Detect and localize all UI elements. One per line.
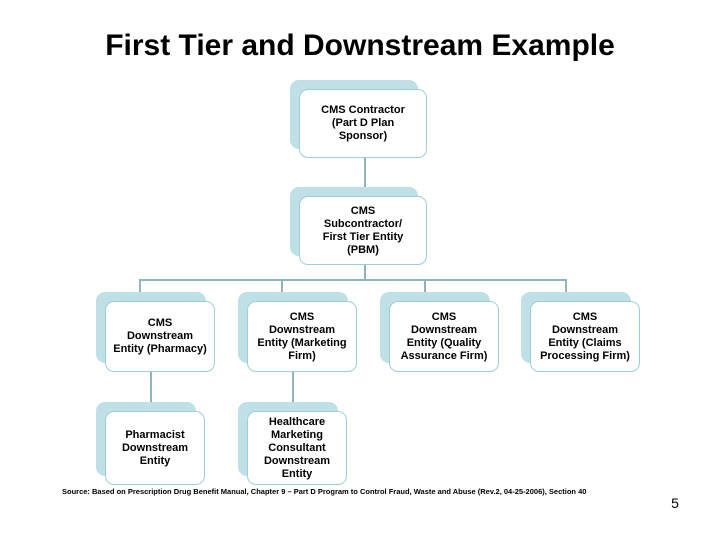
node-text-line: Healthcare bbox=[268, 415, 326, 428]
node-text-line: Downstream bbox=[410, 323, 478, 336]
node-text-line: CMS bbox=[431, 310, 457, 323]
node-card bbox=[247, 411, 347, 485]
connector-pharmacy-to-pharmacist bbox=[150, 372, 152, 402]
node-text-line: (Part D Plan bbox=[331, 117, 395, 129]
node-text-line: Processing Firm) bbox=[540, 349, 630, 362]
node-card bbox=[247, 301, 357, 372]
node-text-line: Entity (Claims bbox=[548, 336, 622, 349]
node-card bbox=[530, 301, 640, 372]
node-text-line: Downstream bbox=[268, 323, 335, 336]
node-text-line: CMS bbox=[289, 310, 315, 323]
connector-contractor-to-subcontractor bbox=[364, 158, 366, 194]
connector-drop-pharmacy bbox=[139, 279, 141, 293]
node-downstream-pharmacy[interactable]: CMS Downstream Entity (Pharmacy) bbox=[96, 292, 215, 372]
connector-drop-marketing bbox=[281, 279, 283, 293]
node-text-line: Entity (Marketing bbox=[257, 336, 347, 349]
node-card bbox=[389, 301, 499, 372]
node-text-line: Consultant bbox=[268, 441, 326, 454]
node-label: CMS Downstream Entity (Pharmacy) bbox=[105, 301, 215, 372]
node-text-line: CMS Contractor bbox=[321, 104, 405, 116]
node-text-line: CMS bbox=[572, 310, 598, 323]
node-text-line: Firm) bbox=[288, 349, 316, 362]
node-text-line: Downstream bbox=[551, 323, 618, 336]
node-text-line: Downstream bbox=[121, 441, 189, 454]
node-text-line: Subcontractor/ bbox=[323, 217, 403, 230]
node-text-line: Downstream bbox=[126, 330, 194, 342]
node-label: CMS Downstream Entity (Marketing Firm) bbox=[247, 301, 357, 372]
source-footnote: Source: Based on Prescription Drug Benef… bbox=[62, 487, 587, 496]
node-text-line: Pharmacist bbox=[125, 428, 185, 441]
node-healthcare-marketing-consultant[interactable]: Healthcare Marketing Consultant Downstre… bbox=[238, 402, 347, 485]
connector-drop-claims bbox=[565, 279, 567, 293]
node-text-line: (PBM) bbox=[347, 243, 379, 256]
node-text-line: CMS bbox=[147, 317, 173, 329]
node-text-line: Entity bbox=[281, 467, 313, 480]
node-card bbox=[105, 301, 215, 372]
node-cms-subcontractor[interactable]: CMS Subcontractor/ First Tier Entity (PB… bbox=[290, 187, 427, 265]
page-title: First Tier and Downstream Example bbox=[105, 29, 615, 62]
node-label: CMS Subcontractor/ First Tier Entity (PB… bbox=[299, 196, 427, 265]
node-card bbox=[105, 411, 205, 485]
node-downstream-claims[interactable]: CMS Downstream Entity (Claims Processing… bbox=[521, 292, 640, 372]
node-card bbox=[299, 196, 427, 265]
node-text-line: Entity (Pharmacy) bbox=[113, 343, 207, 355]
node-text-line: Entity (Quality bbox=[406, 336, 482, 349]
node-text-line: CMS bbox=[350, 204, 376, 217]
page-number: 5 bbox=[671, 495, 679, 511]
node-text-line: Marketing bbox=[271, 428, 323, 441]
connector-subcontractor-stem bbox=[364, 265, 366, 280]
node-downstream-marketing[interactable]: CMS Downstream Entity (Marketing Firm) bbox=[238, 292, 357, 372]
node-pharmacist-downstream[interactable]: Pharmacist Downstream Entity bbox=[96, 402, 205, 485]
node-label: CMS Downstream Entity (Claims Processing… bbox=[530, 301, 640, 372]
node-downstream-quality[interactable]: CMS Downstream Entity (Quality Assurance… bbox=[380, 292, 499, 372]
node-text-line: Assurance Firm) bbox=[400, 349, 488, 362]
connector-level3-bus bbox=[139, 279, 567, 281]
connector-marketing-to-consultant bbox=[292, 372, 294, 402]
node-text-line: Downstream bbox=[263, 454, 331, 467]
node-card bbox=[299, 89, 427, 158]
node-cms-contractor[interactable]: CMS Contractor (Part D Plan Sponsor) bbox=[290, 80, 427, 158]
node-text-line: Sponsor) bbox=[338, 130, 388, 142]
node-label: CMS Downstream Entity (Quality Assurance… bbox=[389, 301, 499, 372]
node-label: Healthcare Marketing Consultant Downstre… bbox=[247, 411, 347, 485]
node-text-line: Entity bbox=[139, 454, 171, 467]
node-label: Pharmacist Downstream Entity bbox=[105, 411, 205, 485]
node-text-line: First Tier Entity bbox=[322, 230, 404, 243]
connector-drop-quality bbox=[424, 279, 426, 293]
node-label: CMS Contractor (Part D Plan Sponsor) bbox=[299, 89, 427, 158]
